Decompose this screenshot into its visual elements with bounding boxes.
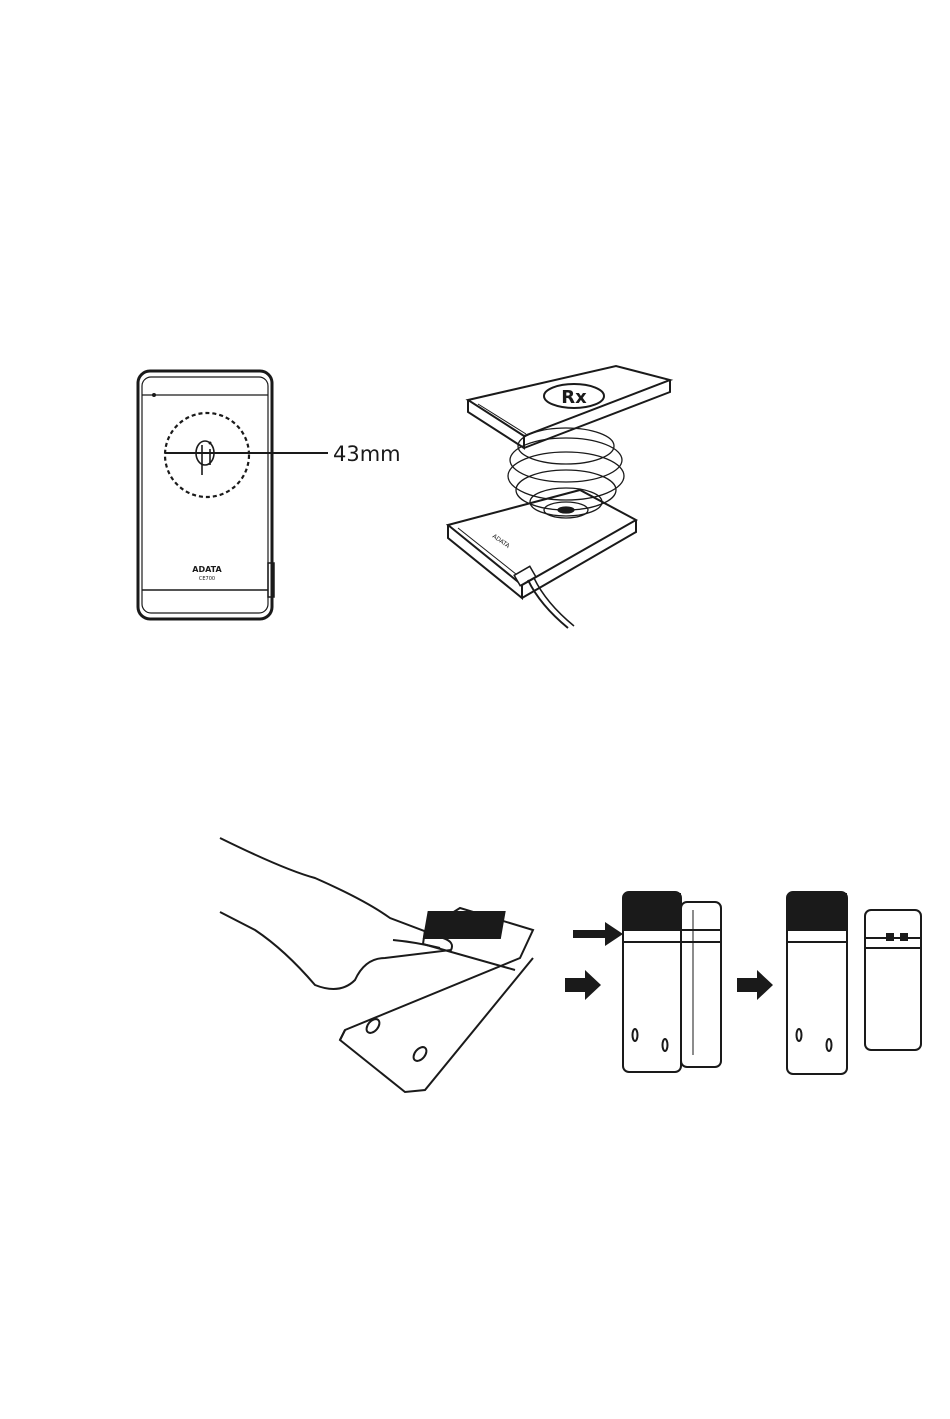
charger-front-view-drawing: 43mm ADATA CE700 <box>130 365 420 627</box>
brand-logo-text: ADATA <box>192 565 222 574</box>
phone-charging-figure: ADATA Rx <box>440 360 680 630</box>
step2-charger-unit <box>623 892 721 1072</box>
release-steps-figure <box>215 830 935 1100</box>
model-text: CE700 <box>199 576 215 582</box>
hand-pressing <box>220 838 452 989</box>
phone-charging-drawing: ADATA Rx <box>440 360 680 630</box>
receiver-phone: Rx <box>468 366 670 448</box>
qi-logo-icon <box>196 441 214 475</box>
charger-front-view-figure: 43mm ADATA CE700 <box>130 365 420 627</box>
rx-label: Rx <box>561 387 587 408</box>
dimension-label: 43mm <box>333 442 401 466</box>
coil-area-circle <box>165 413 249 497</box>
step3-separated-units <box>787 892 921 1074</box>
charging-pad: ADATA <box>448 490 636 598</box>
right-arrow-icon <box>737 970 773 1000</box>
press-arrow-icon <box>573 922 623 946</box>
right-arrow-icon <box>565 970 601 1000</box>
charger-device-angled <box>340 908 533 1092</box>
release-steps-drawing <box>215 830 935 1100</box>
